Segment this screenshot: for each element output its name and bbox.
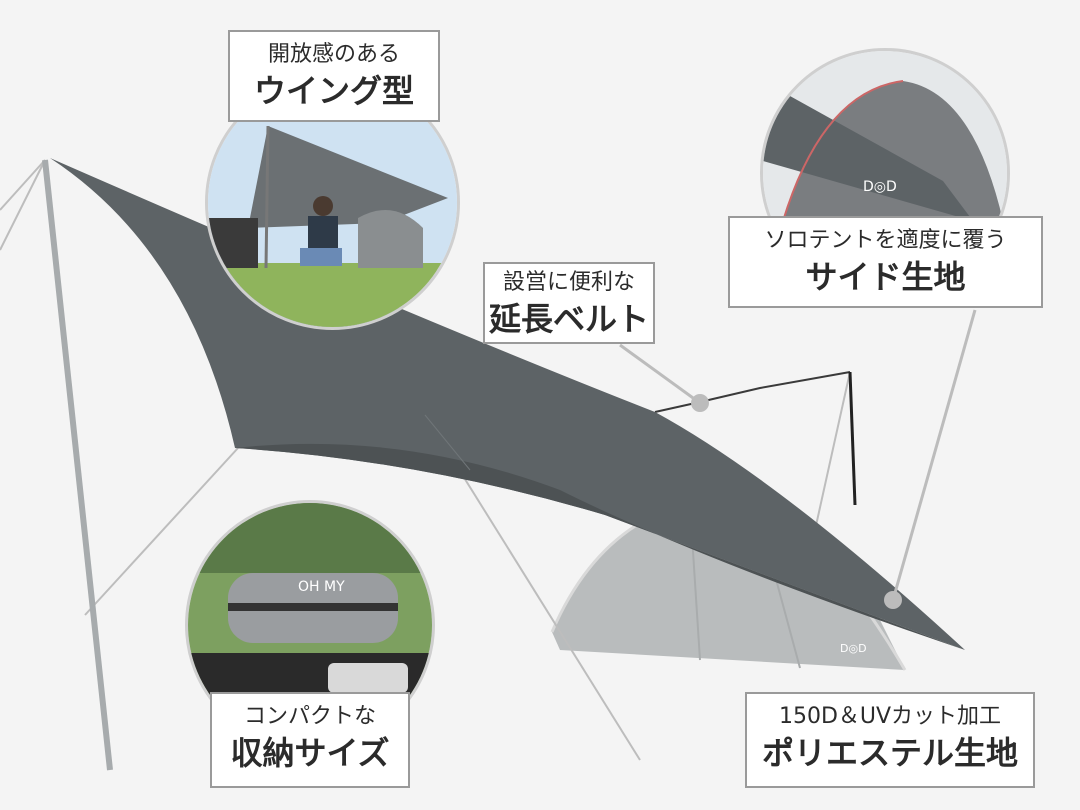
callout-extension-belt: 設営に便利な 延長ベルト: [483, 262, 655, 344]
callout-side-main: サイド生地: [805, 258, 966, 296]
callout-fabric-main: ポリエステル生地: [761, 734, 1018, 772]
callout-side-sub: ソロテントを適度に覆う: [764, 228, 1007, 253]
callout-polyester-fabric: 150D＆UVカット加工 ポリエステル生地: [745, 692, 1035, 788]
callout-side-fabric: ソロテントを適度に覆う サイド生地: [728, 216, 1043, 308]
bag-print: OH MY: [298, 579, 345, 595]
callout-wing-sub: 開放感のある: [267, 42, 400, 67]
callout-wing-main: ウイング型: [253, 72, 414, 110]
leader-lines: [619, 309, 977, 601]
side-marker: [884, 591, 902, 609]
callout-belt-main: 延長ベルト: [488, 300, 649, 338]
callout-compact-sub: コンパクトな: [243, 704, 376, 729]
tarp-pole: [42, 159, 113, 771]
tent-logo: D◎D: [840, 642, 867, 655]
callout-compact-main: 収納サイズ: [230, 734, 390, 772]
photo-logo: D◎D: [863, 179, 897, 195]
belt-marker: [691, 394, 709, 412]
callout-belt-sub: 設営に便利な: [502, 270, 635, 295]
callout-fabric-sub: 150D＆UVカット加工: [778, 704, 1002, 729]
callout-wing-shape: 開放感のある ウイング型: [228, 30, 440, 122]
callout-compact-size: コンパクトな 収納サイズ: [210, 692, 410, 788]
extension-belt: [654, 371, 857, 506]
